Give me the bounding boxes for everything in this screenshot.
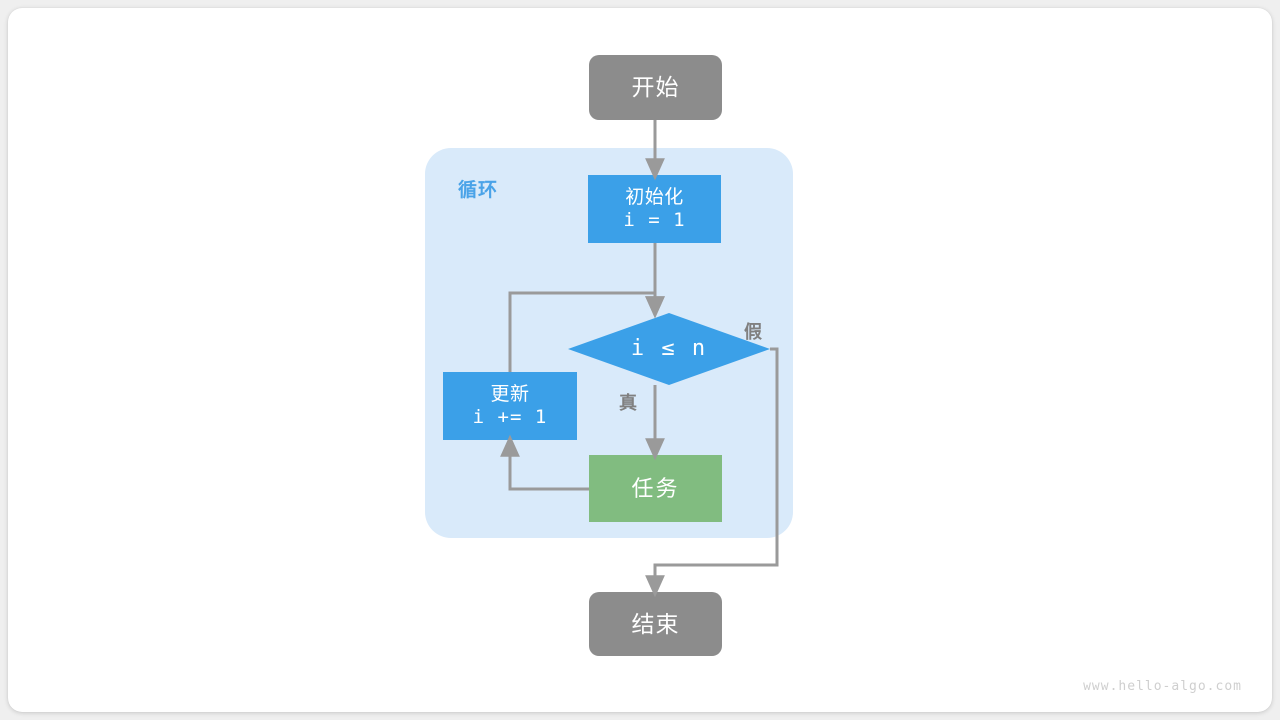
node-update-shape[interactable]: [443, 372, 577, 440]
edge-label-false: 假: [744, 322, 763, 342]
watermark: www.hello-algo.com: [1083, 679, 1242, 694]
node-end-shape[interactable]: [589, 592, 722, 656]
diagram-card: 循环 开始 初始化 i = 1 i ≤ n 更新 i += 1 任务 结束 真 …: [8, 8, 1272, 712]
loop-group-label: 循环: [458, 180, 499, 201]
edge-task-to-update: [500, 434, 589, 491]
edge-condition-to-end: [645, 347, 779, 598]
edge-update-to-condition: [508, 291, 665, 372]
node-task-shape[interactable]: [589, 455, 722, 522]
node-start-shape[interactable]: [589, 55, 722, 120]
node-condition-shape[interactable]: [568, 313, 770, 385]
flowchart-svg: [425, 55, 793, 656]
edge-label-true: 真: [619, 393, 638, 413]
node-init-shape[interactable]: [588, 175, 721, 243]
